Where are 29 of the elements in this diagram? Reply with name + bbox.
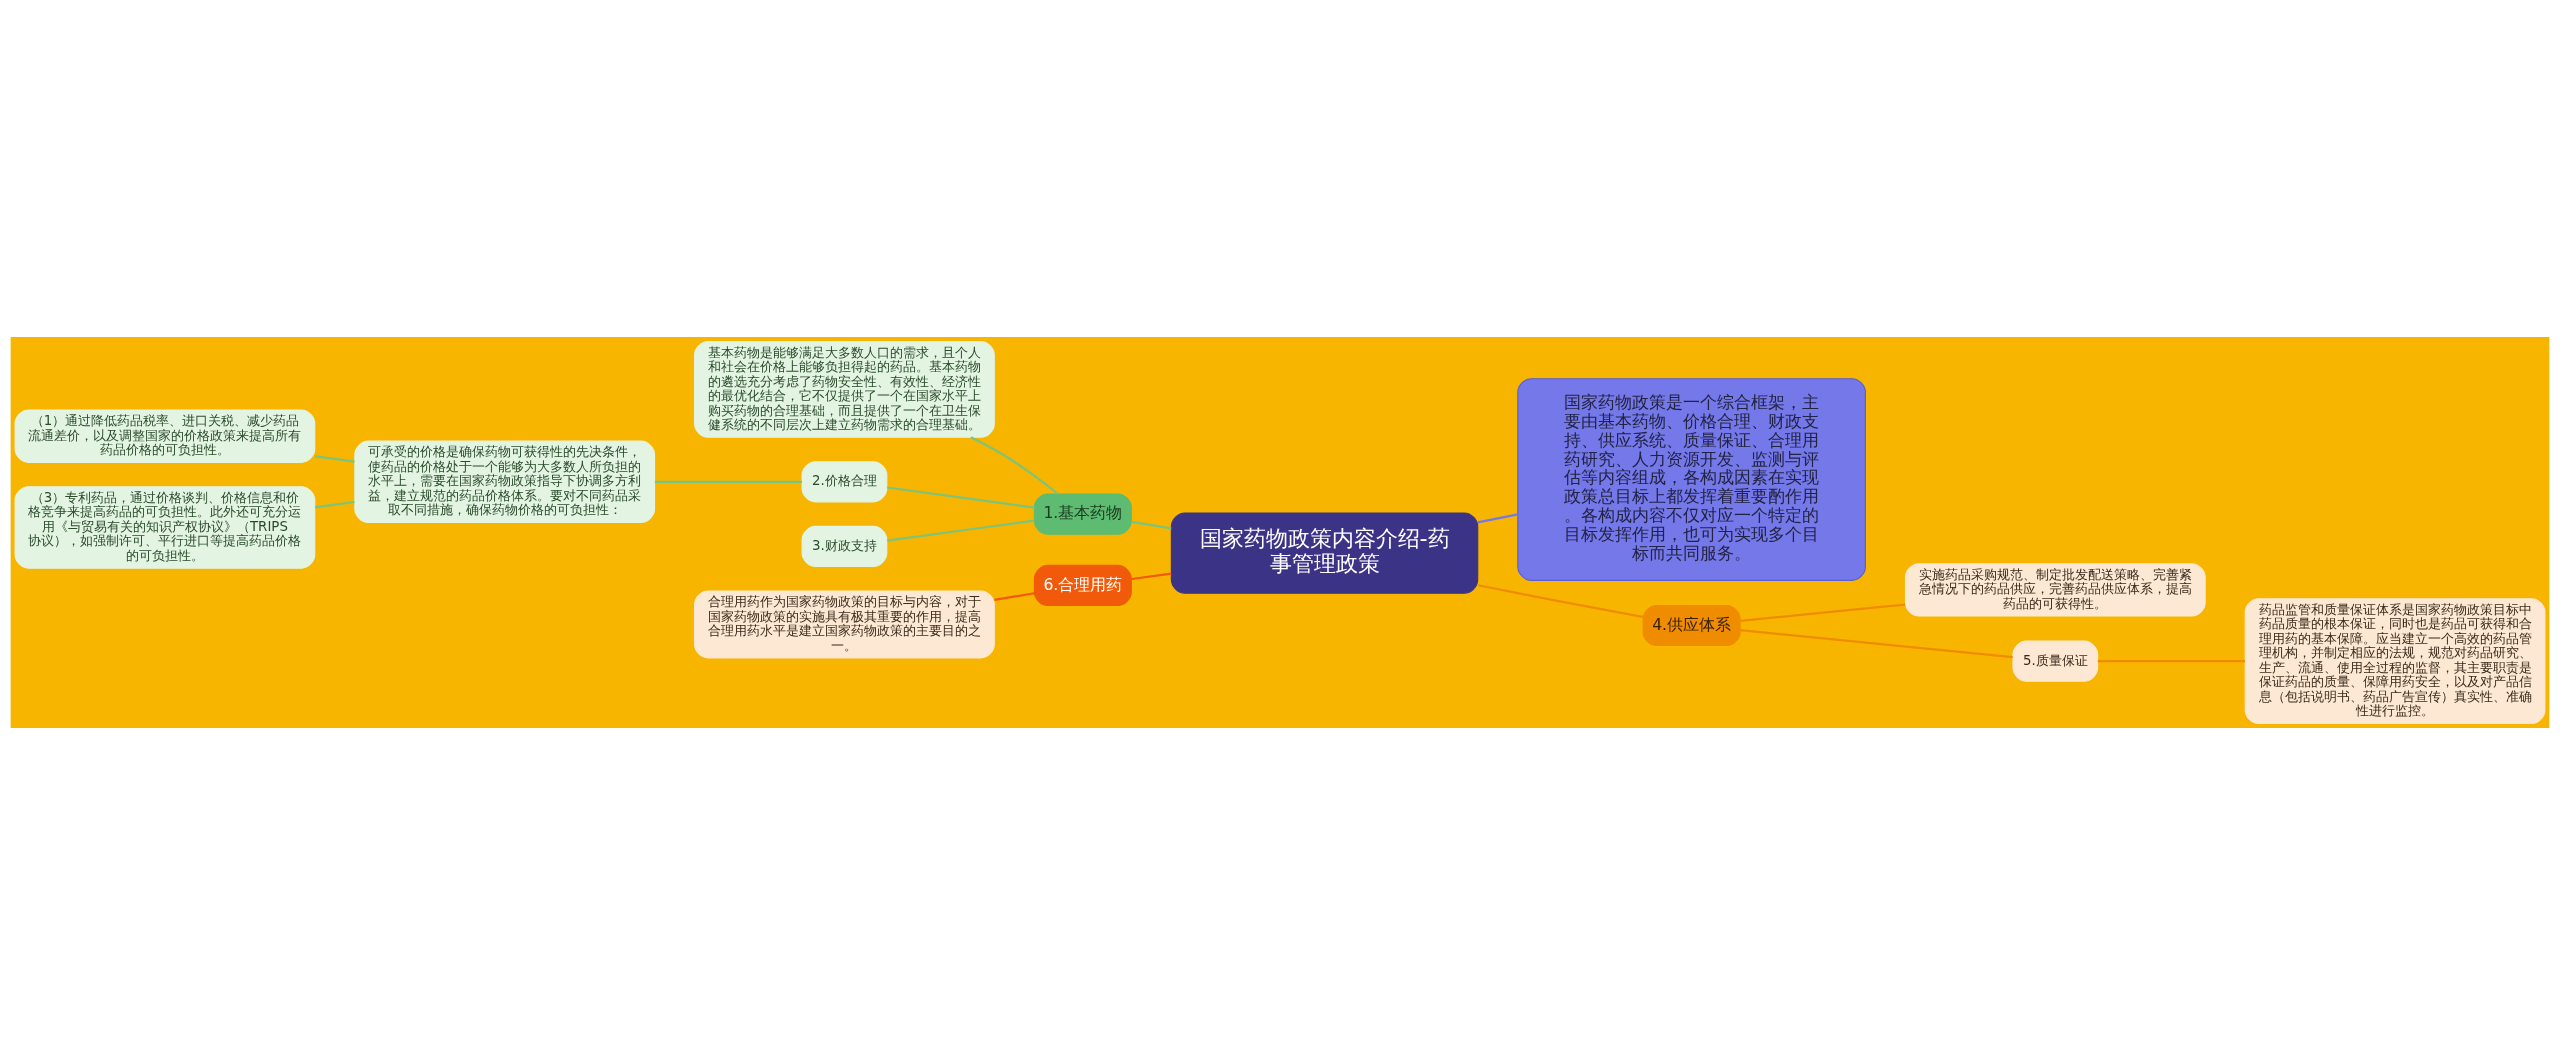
node-box: 5.质量保证	[2012, 640, 2099, 682]
node-box: 国家药物政策是一个综合框架，主要由基本药物、价格合理、财政支持、供应系统、质量保证、合理用药研究、人力资源开发、监测与评估等内容组成，各构成因素在实现政策总目标上都发挥着重要酌作用。各构成内容不仅对应一个特定的目标发挥作用，也可为实现多个目标而共同服务。	[1517, 377, 1866, 581]
node-box: （1）通过降低药品税率、进口关税、减少药品流通差价，以及调整国家的价格政策来提高所有药品价格的可负担性。	[14, 408, 316, 463]
connector	[2097, 659, 2245, 662]
connector	[654, 480, 802, 483]
node-box: 实施药品采购规范、制定批发配送策略、完善紧急情况下的药品供应，完善药品供应体系，提高药品的可获得性。	[1904, 562, 2206, 617]
connector	[887, 519, 1035, 542]
connector	[887, 485, 1035, 509]
connector	[1478, 583, 1643, 618]
node-box: 基本药物是能够满足大多数人口的需求，且个人和社会在价格上能够负担得起的药品。基本药物的遴选充分考虑了药物安全性、有效性、经济性的最优化结合，它不仅提供了一个在国家水平上购买药物的合理基础，而且提供了一个在卫生保健系统的不同层次上建立药物需求的合理基础。	[694, 340, 995, 438]
connector	[314, 454, 355, 463]
connector	[1131, 572, 1172, 580]
node-box: 2.价格合理	[801, 460, 888, 502]
connector	[970, 435, 1059, 495]
connector	[1131, 520, 1172, 529]
connector	[314, 500, 355, 508]
node-box: 4.供应体系	[1642, 604, 1741, 646]
node-box: （3）专利药品，通过价格谈判、价格信息和价格竞争来提高药品的可负担性。此外还可充分运用《与贸易有关的知识产权协议》（TRIPS协议），如强制许可、平行进口等提高药品价格的可负担性。	[14, 485, 316, 569]
node-box: 国家药物政策内容介绍-药事管理政策	[1170, 511, 1479, 594]
connector	[994, 591, 1035, 601]
connector	[1740, 602, 1906, 622]
node-box: 合理用药作为国家药物政策的目标与内容，对于国家药物政策的实施具有极其重要的作用，提高合理用药水平是建立国家药物政策的主要目的之一。	[694, 589, 995, 658]
node-box: 3.财政支持	[801, 525, 888, 567]
node-box: 药品监管和质量保证体系是国家药物政策目标中药品质量的根本保证，同时也是药品可获得和合理用药的基本保障。应当建立一个高效的药品管理机构，并制定相应的法规，规范对药品研究、生产、流通、使用全过程的监督，其主要职责是保证药品的质量、保障用药安全，以及对产品信息（包括说明书、药品广告宣传）真实性、准确性进行监控。	[2244, 597, 2546, 724]
connector	[1477, 512, 1518, 524]
connector	[1740, 628, 2013, 658]
node-box: 6.合理用药	[1033, 564, 1132, 606]
node-box: 可承受的价格是确保药物可获得性的先决条件，使药品的价格处于一个能够为大多数人所负担的水平上，需要在国家药物政策指导下协调多方利益，建立规范的药品价格体系。要对不同药品采取不同措施，确保药物价格的可负担性：	[354, 440, 656, 523]
node-box: 1.基本药物	[1033, 493, 1132, 535]
